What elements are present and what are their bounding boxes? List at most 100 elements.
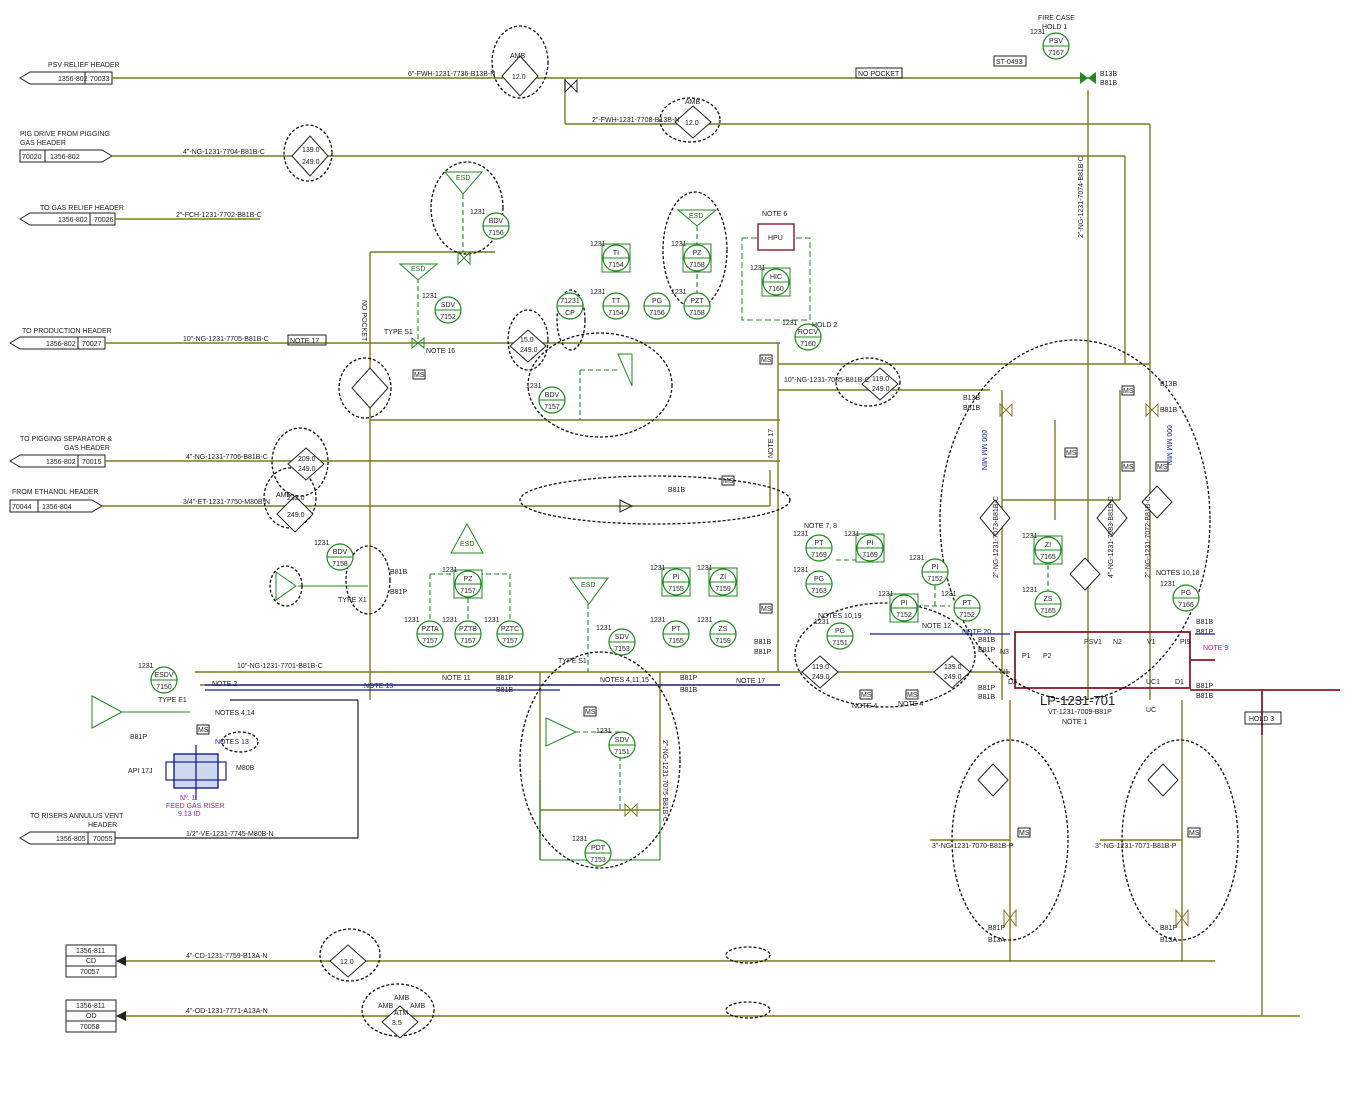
spec-b13a: B13A: [1160, 937, 1177, 944]
note-20: NOTE 20: [962, 629, 991, 636]
launcher-vessel: [1014, 631, 1340, 735]
amb-label: AMB: [510, 53, 526, 60]
svg-text:MS: MS: [907, 692, 918, 699]
notes-4-14: NOTES 4,14: [215, 710, 255, 717]
riser-number: Nº. 1: [180, 795, 196, 802]
header-pigging-separator[interactable]: TO PIGGING SEPARATOR & GAS HEADER 1356-8…: [9, 436, 780, 468]
instrument-tag: PZTC: [501, 626, 519, 633]
header-ref-b: 70026: [94, 217, 114, 224]
valves[interactable]: [411, 72, 1189, 928]
nozzle-n3: N3: [1000, 649, 1009, 656]
instrument-unit: 1231: [697, 617, 713, 624]
line-7075: 2"-NG-1231-7075-B81B-C: [661, 740, 668, 822]
header-risers-annulus[interactable]: TO RISERS ANNULUS VENT HEADER 1356-805 7…: [19, 813, 358, 845]
instrument-unit: 1231: [671, 241, 687, 248]
instrument-unit: 1231: [941, 591, 957, 598]
header-gas-relief[interactable]: TO GAS RELIEF HEADER 1356-802 70026 2"-F…: [19, 205, 262, 226]
spec-b81b: B81B: [390, 569, 407, 576]
min-dist-b: 600 MM MIN: [1165, 425, 1172, 465]
instrument-tag: ZS: [719, 626, 728, 633]
header-closed-drain[interactable]: 1356-811 CD 70057 4"-CD-1231-7759-B13A-N: [65, 944, 1215, 978]
gate-valve: [1003, 908, 1017, 928]
instrument-number: 7163: [811, 588, 827, 595]
type-x1: TYPE X1: [338, 597, 367, 604]
main-piping: [195, 78, 1263, 1016]
header-ref-a: 70020: [22, 154, 42, 161]
instrument-tag: PZ: [464, 576, 474, 583]
header-code: OD: [86, 1013, 97, 1020]
instrument-tag: ZS: [1044, 596, 1053, 603]
svg-text:MS: MS: [761, 606, 772, 613]
instrument-unit: 1231: [750, 265, 766, 272]
svg-text:MS: MS: [1157, 464, 1168, 471]
spec-b81p: B81P: [130, 734, 147, 741]
header-production[interactable]: TO PRODUCTION HEADER 1356-802 70027 10"-…: [9, 328, 780, 350]
spec-tags: B13B B81B B13B B81B B13B B81B B81B B81P …: [390, 71, 1213, 944]
header-ref-a: 1356-811: [76, 948, 105, 955]
instrument-tag: SDV: [615, 634, 630, 641]
line-number: 4"-OD-1231-7771-A13A-N: [186, 1008, 268, 1015]
instrument-unit: 1231: [138, 663, 154, 670]
note-6: NOTE 6: [762, 211, 787, 218]
esd-triangles[interactable]: ESD ESD ESD ESD ESD HPU: [91, 171, 783, 747]
instrument-tag: PG: [835, 628, 845, 635]
line-7070: 3"-NG-1231-7070-B81B-P: [932, 843, 1014, 850]
line-7074: 2"-NG-1231-7074-B81B-C: [1078, 156, 1085, 238]
spec-b81b: B81B: [1196, 619, 1213, 626]
instrument-number: 7154: [608, 310, 624, 317]
header-pig-drive[interactable]: PIG DRIVE FROM PIGGING GAS HEADER 70020 …: [19, 131, 1125, 163]
svg-text:ESD: ESD: [689, 213, 703, 220]
instrument-number: 7157: [502, 638, 518, 645]
svg-text:249.0: 249.0: [298, 466, 316, 473]
line-number: 2"-FCH-1231-7702-B81B-C: [176, 212, 262, 219]
rating-diamond: 3.5: [381, 1005, 419, 1039]
header-psv-relief[interactable]: PSV RELIEF HEADER 1356-802 70033 6"-FWH-…: [19, 62, 1090, 85]
instrument-unit: 1231: [793, 531, 809, 538]
line-number: 3/4"-ET-1231-7750-M80B-N: [183, 499, 270, 506]
spec-b81b: B81B: [963, 405, 980, 412]
feed-gas-riser[interactable]: Nº. 1 FEED GAS RISER 9.13 ID: [165, 745, 227, 818]
svg-text:249.0: 249.0: [287, 512, 305, 519]
no-pocket-note: NO POCKET: [858, 71, 900, 78]
header-ethanol[interactable]: FROM ETHANOL HEADER 70044 1356-804 3/4"-…: [9, 489, 770, 513]
api-17j-label: API 17J: [128, 768, 153, 775]
header-open-drain[interactable]: 1356-811 OD 70058 4"-OD-1231-7771-A13A-N: [65, 999, 1300, 1033]
